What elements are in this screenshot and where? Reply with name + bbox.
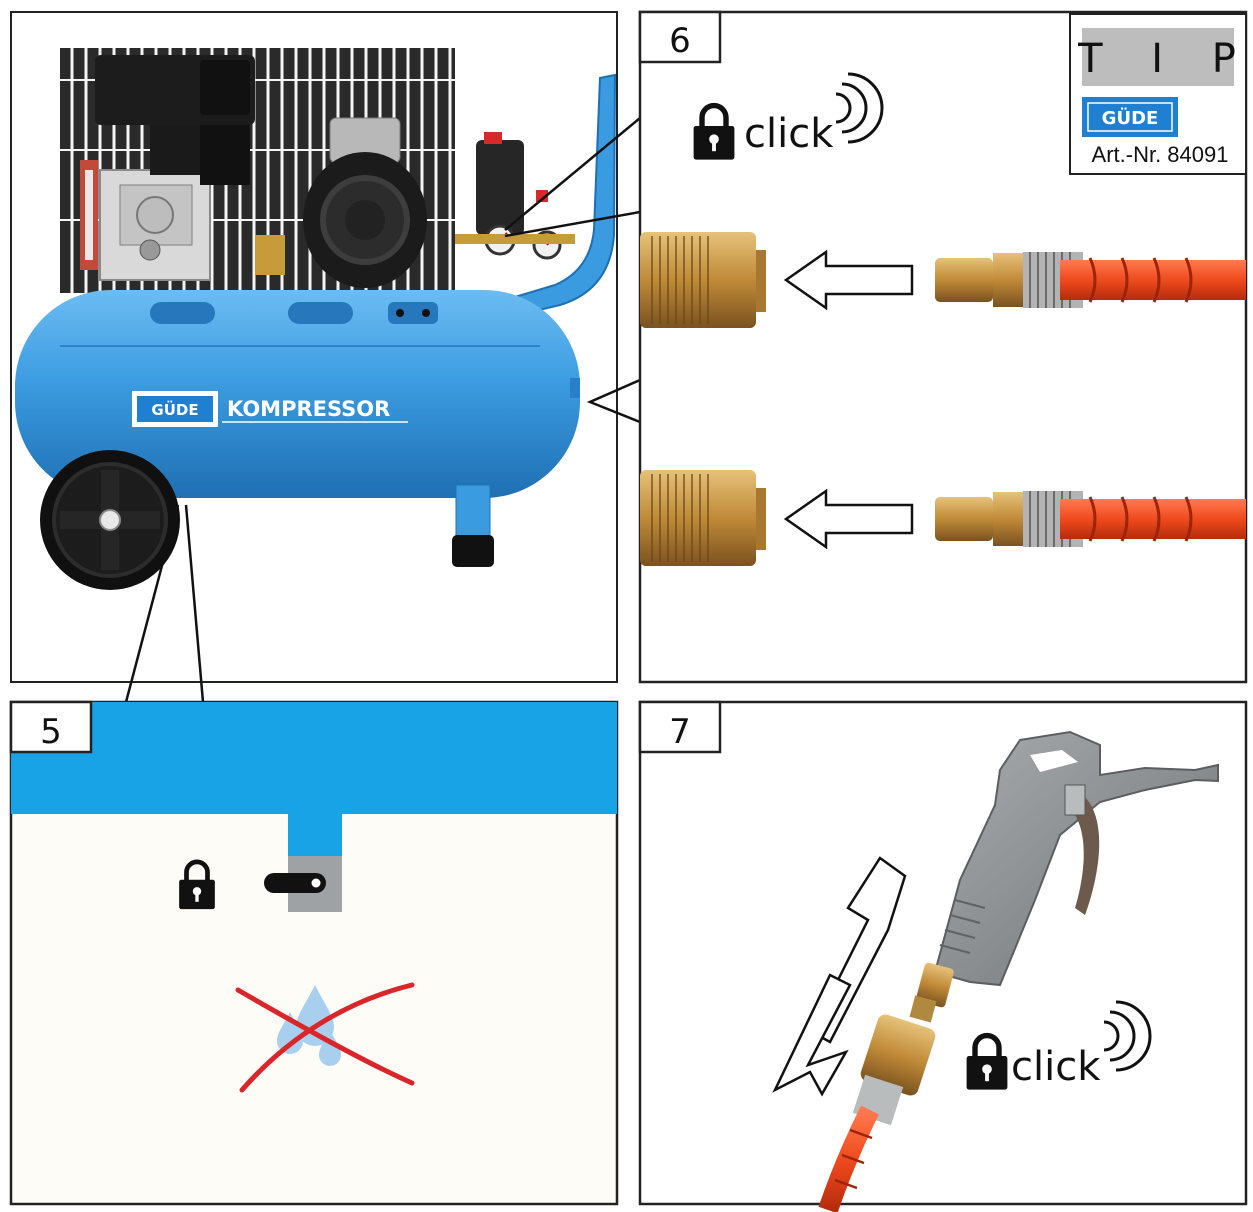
panel-5-label: 5 [40,712,62,752]
tip-article-number: Art.-Nr. 84091 [1092,142,1229,167]
panel-7-label: 7 [669,712,691,752]
tank-bottom-cross-section [11,702,617,814]
compressor-panel: GÜDE KOMPRESSOR [10,11,618,683]
wheel [40,450,180,590]
arrow-left-1 [783,249,914,311]
panel-5: 5 [9,700,619,1206]
tank-foot [452,484,494,567]
zoom-lines-to-panel-5 [124,504,205,703]
tip-title: T I P [1077,36,1253,82]
compressor-product-label: KOMPRESSOR [227,397,390,421]
tip-brand-text: GÜDE [1102,107,1159,129]
air-tank [15,290,580,498]
compressor-brand-text: GÜDE [151,400,198,419]
no-water-drops-icon [235,982,415,1093]
coupling-row-1 [640,232,1246,328]
blow-gun [909,730,1219,1023]
coupling-with-hose [818,1014,936,1212]
click-indicator-panel-6: click [694,72,884,160]
electric-motor [255,117,427,288]
click-indicator-panel-7: click [967,1000,1152,1090]
pressure-switch [476,132,548,235]
click-label-panel-7: click [1011,1044,1101,1090]
click-label-panel-6: click [744,111,834,157]
carry-handle [504,73,617,320]
connect-arrows-icon [772,856,907,1097]
arrow-left-2 [783,488,914,550]
panel-6-label: 6 [669,21,691,61]
coupling-row-2 [640,470,1246,566]
tip-box: T I P GÜDE Art.-Nr. 84091 [1069,13,1253,175]
panel-6: 6 click T I P GÜDE Art.-Nr. 84091 [638,10,1253,684]
callout-lines-to-panel-6 [504,117,641,424]
pump-head [80,55,255,281]
compressor-brand-label: GÜDE KOMPRESSOR [132,391,408,427]
drain-lever [264,873,326,893]
panel-7: 7 [638,700,1248,1212]
